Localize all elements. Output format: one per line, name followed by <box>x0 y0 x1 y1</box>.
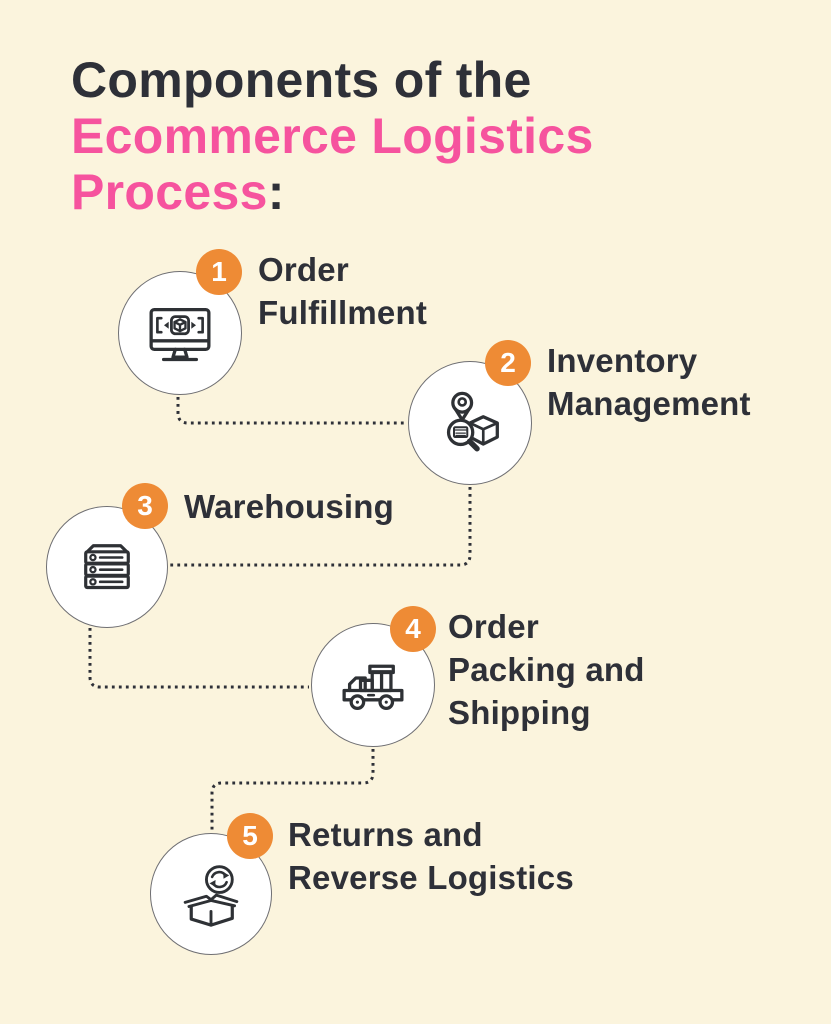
title-line-3: Process: <box>71 164 594 220</box>
step-4-number-badge: 4 <box>390 606 436 652</box>
delivery-truck-icon <box>342 664 404 711</box>
title-line-2: Ecommerce Logistics <box>71 108 594 164</box>
step-3-label: Warehousing <box>184 488 394 525</box>
connector-step2-step3 <box>170 487 472 567</box>
connector-step4-step5 <box>210 749 375 831</box>
title-line-1: Components of the <box>71 52 532 108</box>
title-line-3-colon: : <box>267 164 285 220</box>
connector-step3-step4 <box>88 628 309 689</box>
monitor-product-icon <box>149 307 211 362</box>
step-4-circle <box>311 623 435 747</box>
step-4-label: Order Packing and Shipping <box>448 608 645 731</box>
step-1-label: Order Fulfillment <box>258 251 428 331</box>
page-title: Components of the Ecommerce Logistics Pr… <box>71 52 594 220</box>
title-line-3-text: Process <box>71 164 268 220</box>
step-3-number-badge: 3 <box>122 483 168 529</box>
step-5-label: Returns and Reverse Logistics <box>288 816 574 896</box>
step-5-number-badge: 5 <box>227 813 273 859</box>
storage-shelves-icon <box>84 544 130 590</box>
step-1-number-badge: 1 <box>196 249 242 295</box>
open-box-refresh-icon <box>183 865 239 927</box>
step-2-circle <box>408 361 532 485</box>
connector-step1-step2 <box>176 397 406 425</box>
step-2-label: Inventory Management <box>547 342 751 422</box>
step-2-number-badge: 2 <box>485 340 531 386</box>
pin-box-magnifier-icon <box>446 391 499 452</box>
